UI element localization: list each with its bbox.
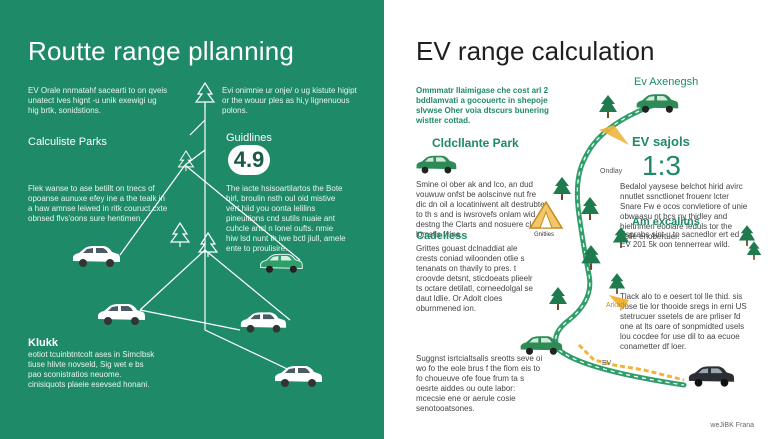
ondlay-label: Ondlay bbox=[600, 168, 623, 175]
left-panel: Routte range pllanning EV Orale nnmatahf… bbox=[0, 0, 384, 439]
ev-label-small: EV bbox=[602, 360, 612, 367]
right-route-lines bbox=[553, 102, 687, 388]
pine-tree-icon bbox=[197, 232, 219, 257]
right-intro: Ommmatr llaimigase che cost arl 2 bddlam… bbox=[416, 86, 549, 125]
pine-tree-icon bbox=[169, 222, 191, 247]
pine-tree-icon bbox=[581, 245, 601, 270]
pine-tree-icon bbox=[738, 225, 756, 246]
ev-sajols-value: 1:3 bbox=[642, 150, 681, 181]
am-excalitns-heading: Am excalitns bbox=[632, 216, 700, 228]
left-route-lines bbox=[119, 105, 301, 376]
green-car-icon bbox=[520, 336, 563, 355]
kluk-text: eotiot tcuinbtntcolt ases in Simclbsk ti… bbox=[28, 350, 155, 389]
kluk-heading: Klukk bbox=[28, 337, 58, 349]
cadelless-heading: Cadelless bbox=[416, 230, 468, 242]
pine-tree-icon bbox=[194, 82, 216, 107]
green-car-icon bbox=[416, 155, 457, 174]
pine-tree-icon bbox=[608, 273, 626, 294]
dark-car-icon bbox=[688, 366, 735, 387]
suggest-text: Suggnst isrtcialtsalis sreotts seve oi w… bbox=[416, 354, 543, 413]
ev-axenegsh-label: Ev Axenegsh bbox=[634, 76, 699, 88]
left-intro-a: EV Orale nnmatahf sacearti to on qveis u… bbox=[28, 86, 168, 115]
green-car-icon bbox=[636, 94, 679, 113]
track-text: Tlack alo to e oesert tol lle thid. sis … bbox=[620, 292, 747, 351]
ev-sajols-heading: EV sajols bbox=[632, 134, 690, 149]
park-heading: Cldcllante Park bbox=[432, 136, 519, 150]
pine-tree-icon bbox=[177, 150, 195, 171]
ev-sajols-text: Bedalol yaysese belchot hirid avirc nnut… bbox=[620, 182, 748, 241]
left-intro-b: Evi onimnie ur onje/ o ug kistute higipt… bbox=[222, 86, 357, 115]
calc-parks-heading: Calculiste Parks bbox=[28, 136, 107, 148]
left-title: Routte range pllanning bbox=[28, 36, 295, 66]
pine-tree-icon bbox=[599, 95, 617, 118]
pine-tree-icon bbox=[746, 241, 762, 260]
tent-label: Gnitlies bbox=[534, 232, 555, 238]
calc-parks-text: Flek wanse to ase betillt on tnecs of op… bbox=[28, 184, 168, 223]
right-panel: EV range calculation Ommmatr llaimigase … bbox=[384, 0, 768, 439]
white-car-icon bbox=[73, 246, 120, 267]
pine-tree-icon bbox=[612, 227, 630, 248]
white-car-icon bbox=[240, 312, 287, 333]
white-car-icon bbox=[275, 366, 322, 387]
guidelines-score-badge: 4.9 bbox=[228, 145, 270, 175]
pine-tree-icon bbox=[581, 197, 599, 220]
pine-tree-icon bbox=[553, 177, 571, 200]
park-text: Smine oi ober ak and lco, an dud vouwuw … bbox=[416, 180, 545, 239]
pine-tree-icon bbox=[549, 287, 567, 310]
guidelines-text: The iacte hsisoartilartos the Bote hirl,… bbox=[226, 184, 346, 253]
green-car-icon bbox=[260, 253, 303, 273]
am-excalitns-text: Esprabs sint u to sacnedlor ert ed EV 20… bbox=[620, 230, 740, 249]
footer-credit: weJiBK Frana bbox=[710, 422, 754, 429]
arkade-label: Arkade bbox=[606, 302, 629, 309]
cadelless-text: Grittes gouast dclnaddiat ale crests con… bbox=[416, 244, 533, 313]
guidelines-heading: Guidlines bbox=[226, 132, 272, 144]
right-title: EV range calculation bbox=[416, 36, 655, 66]
tent-icon bbox=[528, 200, 564, 229]
white-car-icon bbox=[98, 304, 145, 325]
